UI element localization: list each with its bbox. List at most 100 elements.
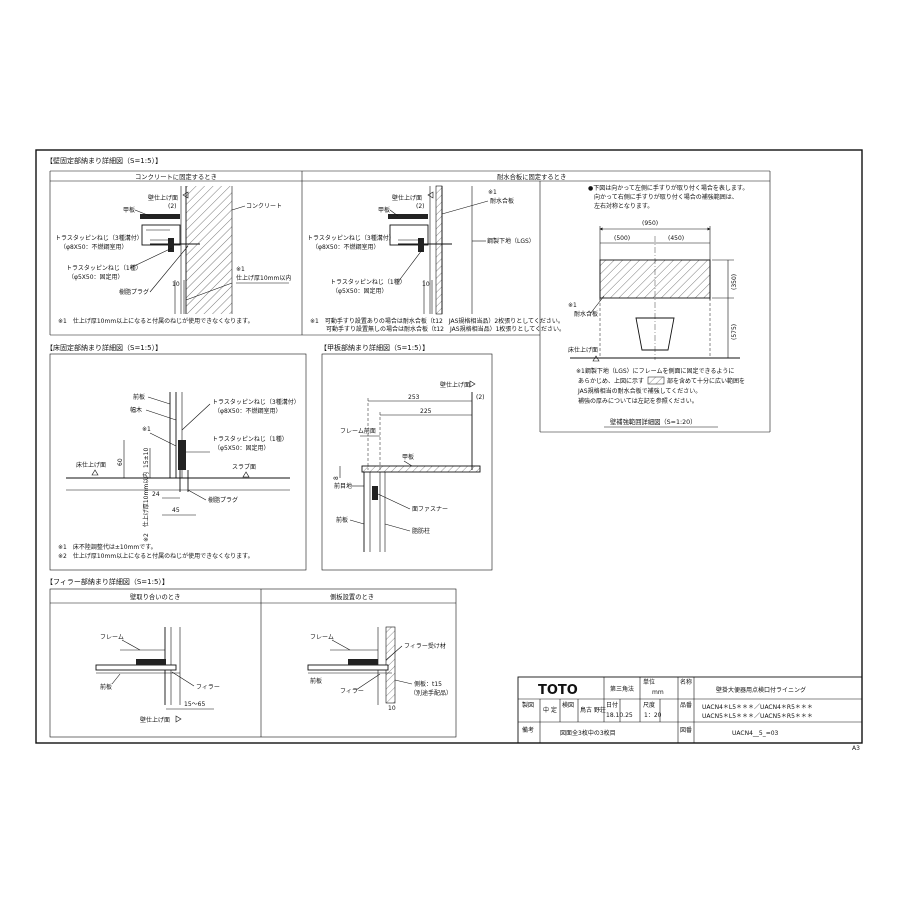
f-d45: 45 [172, 507, 180, 514]
tb-draw-name: 中 定 [543, 706, 557, 714]
c-screw-a1: トラスタッピンねじ（3種溝付） [55, 234, 143, 242]
f-screw-b2: （φ5X50：固定用） [214, 444, 270, 452]
p-screw-d2: （φ5X50：固定用） [332, 287, 388, 295]
r-foot2: あらかじめ、上図に示す [578, 377, 644, 385]
p-wall-face: 壁仕上げ面 [392, 194, 422, 202]
floor-fix-title: 【床固定部納まり詳細図（S=1:5）】 [46, 343, 162, 352]
p-dim-2: (2) [416, 203, 425, 210]
sub-concrete: コンクリートに固定するとき [135, 172, 217, 181]
fl-d10: 10 [388, 705, 396, 712]
c-screw-b2: （φ5X50：固定用） [68, 273, 124, 281]
tb-name: 壁掛大便器用点検口付ライニング [716, 686, 806, 694]
filler-title: 【フィラー部納まり詳細図（S=1:5）】 [46, 577, 169, 586]
c-dim-2: (2) [168, 203, 177, 210]
fl-front: 前板 [100, 683, 112, 691]
wall-fix-section: 【壁固定部納まり詳細図（S=1:5）】 コンクリートに固定するとき 耐水合板に固… [46, 156, 771, 433]
fl-sub-side: 側板設置のとき [330, 592, 374, 601]
counter-title: 【甲板部納まり詳細図（S=1:5）】 [320, 343, 429, 352]
fl-filler-fix: フィラー受け材 [404, 642, 446, 650]
tb-draw-label: 製図 [522, 701, 534, 709]
p-note2: 可動手すり設置無しの場合は耐水合板（t12 JAS規格相当品）1枚張りとしてくだ… [326, 325, 565, 333]
r-note1: ●下図は向かって左側に手すりが取り付く場合を表します。 [588, 184, 748, 192]
c-plug: 樹脂プラグ [119, 288, 149, 296]
r-d450: (450) [668, 235, 684, 242]
wall-fix-title: 【壁固定部納まり詳細図（S=1:5）】 [46, 156, 162, 165]
r-d950: (950) [642, 220, 658, 227]
f-d60: 60 [117, 458, 124, 466]
r-foot4: JAS規格相当の耐水合板で補強してください。 [577, 387, 701, 395]
f-note2: ※2 仕上げ厚10mm以上になると付属のねじが使用できなくなります。 [58, 552, 254, 560]
reinforce-area [599, 259, 711, 299]
c-dim-10: 10 [172, 281, 180, 288]
k-front: 前板 [336, 516, 348, 524]
title-block: TOTO 第三角法 単位 mm 名称 壁掛大便器用点検口付ライニング 製図 中 … [517, 676, 863, 752]
k-d225: 225 [420, 408, 432, 415]
tb-remark-label: 備考 [522, 726, 534, 734]
f-d24: 24 [152, 491, 160, 498]
tb-dwg-no: UACN4__5_=03 [732, 730, 779, 737]
fl-range: 15～65 [184, 701, 205, 708]
f-plug: 樹脂プラグ [208, 496, 238, 504]
k-frame-front: フレーム前面 [340, 427, 376, 435]
r-mark1: ※1 [568, 302, 577, 309]
f-slab: スラブ面 [232, 463, 256, 471]
r-foot1: ※1鋼製下地（LGS）にフレームを側面に固定できるように [576, 367, 734, 375]
tb-dwg-label: 図番 [680, 727, 692, 734]
k-wall-face: 壁仕上げ面 [440, 381, 470, 389]
filler-section: 【フィラー部納まり詳細図（S=1:5）】 壁取り合いのとき 側板設置のとき フレ… [46, 577, 457, 738]
p-screw-d1: トラスタッピンねじ（1種） [330, 278, 406, 286]
f-screw-b1: トラスタッピンねじ（1種） [212, 435, 288, 443]
f-mark1: ※1 [142, 426, 151, 433]
c-mark1: ※1 [236, 266, 245, 273]
r-title: 壁補強範囲詳細図（S=1:20） [610, 417, 696, 426]
p-mark1: ※1 [488, 189, 497, 196]
f-screw-a1: トラスタッピンねじ（3種溝付） [212, 398, 300, 406]
sheet-border [35, 149, 863, 744]
r-foot5: 補強の厚みについては左記を参照ください。 [578, 397, 698, 405]
k-d253: 253 [408, 394, 420, 401]
k-d8: 8 [333, 476, 340, 480]
c-countertop: 甲板 [123, 206, 135, 214]
tb-unit-label: 単位 [643, 678, 655, 686]
tb-model-label: 品番 [680, 702, 692, 709]
tb-check-label: 検図 [562, 701, 574, 709]
tb-check-name: 鳥古 野荘 [580, 706, 606, 714]
tb-name-label: 名称 [680, 678, 692, 686]
tb-sheets: 図面全3枚中の3枚目 [560, 729, 616, 737]
sub-plywood: 耐水合板に固定するとき [497, 172, 566, 181]
c-screw-a2: （φ8X50：不燃鋼室用） [60, 243, 128, 251]
k-countertop: 甲板 [402, 453, 414, 461]
tb-date: 18.10.25 [606, 712, 633, 719]
fl-frame: フレーム [100, 634, 124, 641]
tb-projection: 第三角法 [610, 685, 634, 693]
k-d2: (2) [476, 394, 485, 401]
fl-sub-wall: 壁取り合いのとき [130, 592, 180, 601]
r-plywood: 耐水合板 [574, 310, 598, 318]
c-finish-thk: 仕上げ厚10mm以内 [236, 274, 291, 282]
p-screw-c2: （φ8X50：不燃鋼室用） [312, 243, 380, 251]
fl-filler: フィラー [196, 684, 220, 691]
p-dim-10: 10 [422, 281, 430, 288]
tb-scale: 1：20 [644, 712, 662, 719]
c-note: ※1 仕上げ厚10mm以上になると付属のねじが使用できなくなります。 [58, 317, 254, 325]
counter-section: 【甲板部納まり詳細図（S=1:5）】 壁仕上げ面 253 (2) 225 フレー… [320, 343, 493, 571]
c-concrete: コンクリート [246, 203, 282, 210]
f-floor-face: 床仕上げ面 [76, 461, 106, 469]
r-d350: (350) [731, 274, 738, 290]
fl-front2: 前板 [310, 677, 322, 685]
p-note1: ※1 可動手すり設置ありの場合は耐水合板（t12 JAS規格相当品）2枚張りとし… [310, 317, 564, 325]
tb-unit: mm [652, 689, 664, 696]
floor-fix-section: 【床固定部納まり詳細図（S=1:5）】 前板 幅木 ※1 トラスタッピンねじ（3… [46, 343, 307, 571]
countertop [361, 465, 481, 473]
r-d575: (575) [731, 324, 738, 340]
k-fastener: 面ファスナー [412, 506, 448, 513]
tb-model2: UACN5＊L5＊＊＊／UACN5＊R5＊＊＊ [702, 713, 813, 720]
f-note-finish: ※2 仕上げ厚10mm以内 [142, 472, 150, 542]
p-countertop: 甲板 [378, 206, 390, 214]
p-lgs: 鋼製下地（LGS） [487, 237, 535, 245]
tb-model1: UACN4＊L5＊＊＊／UACN4＊R5＊＊＊ [702, 704, 813, 711]
tb-scale-label: 尺度 [643, 701, 655, 709]
fl-wall-face: 壁仕上げ面 [140, 716, 170, 724]
c-wall-face: 壁仕上げ面 [148, 194, 178, 202]
